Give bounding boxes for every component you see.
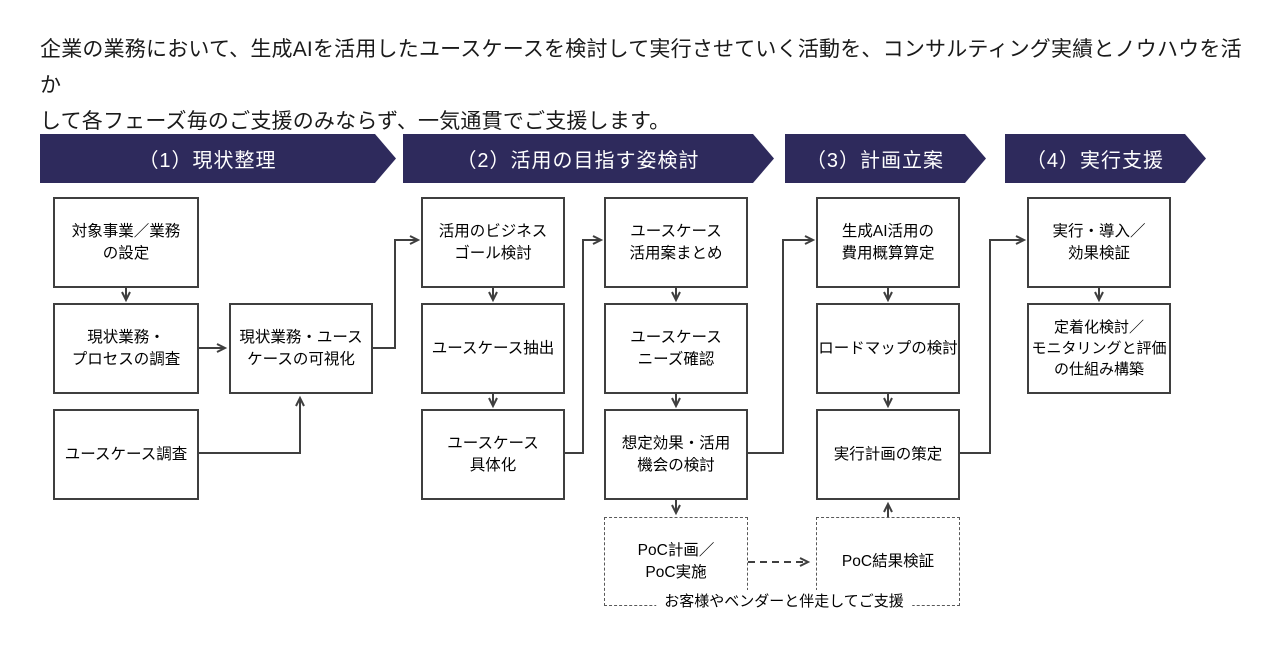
step-box-visualization: 現状業務・ユース ケースの可視化	[229, 303, 373, 394]
step-box-roadmap: ロードマップの検討	[816, 303, 960, 394]
step-box-expected-effect: 想定効果・活用 機会の検討	[604, 409, 748, 500]
step-box-usecase-concretize: ユースケース 具体化	[421, 409, 565, 500]
step-box-current-process-survey: 現状業務・ プロセスの調査	[53, 303, 199, 394]
arrow-concretize-to-plansummary	[565, 235, 604, 454]
step-box-needs-confirmation: ユースケース ニーズ確認	[604, 303, 748, 394]
phase-banner-2: （2）活用の目指す姿検討	[403, 134, 774, 183]
arrow-phase2-to-phase3	[748, 235, 816, 454]
step-box-target-business: 対象事業／業務 の設定	[53, 197, 199, 288]
phase-2-label: （2）活用の目指す姿検討	[456, 150, 700, 172]
arrow-phase1-to-phase2	[373, 235, 421, 349]
phase-banner-3: （3）計画立案	[785, 134, 986, 183]
poc-caption: お客様やベンダーと伴走してご支援	[656, 590, 912, 611]
step-box-usecase-extraction: ユースケース抽出	[421, 303, 565, 394]
step-box-execution-plan: 実行計画の策定	[816, 409, 960, 500]
step-box-business-goal: 活用のビジネス ゴール検討	[421, 197, 565, 288]
phase-banner-1: （1）現状整理	[40, 134, 396, 183]
intro-text: 企業の業務において、生成AIを活用したユースケースを検討して実行させていく活動を…	[40, 38, 1242, 133]
arrow-phase3-to-phase4	[960, 235, 1027, 454]
step-box-usecase-survey: ユースケース調査	[53, 409, 199, 500]
step-box-usecase-plan-summary: ユースケース 活用案まとめ	[604, 197, 748, 288]
step-box-retention-monitoring: 定着化検討／ モニタリングと評価 の仕組み構築	[1027, 303, 1171, 394]
phase-4-label: （4）実行支援	[1025, 150, 1165, 172]
phase-1-label: （1）現状整理	[138, 150, 277, 172]
step-box-execute-verify: 実行・導入／ 効果検証	[1027, 197, 1171, 288]
phase-3-label: （3）計画立案	[805, 150, 945, 172]
arrow-usecasesurvey-to-visualization	[199, 395, 305, 454]
step-box-cost-estimation: 生成AI活用の 費用概算算定	[816, 197, 960, 288]
phase-banner-4: （4）実行支援	[1005, 134, 1206, 183]
